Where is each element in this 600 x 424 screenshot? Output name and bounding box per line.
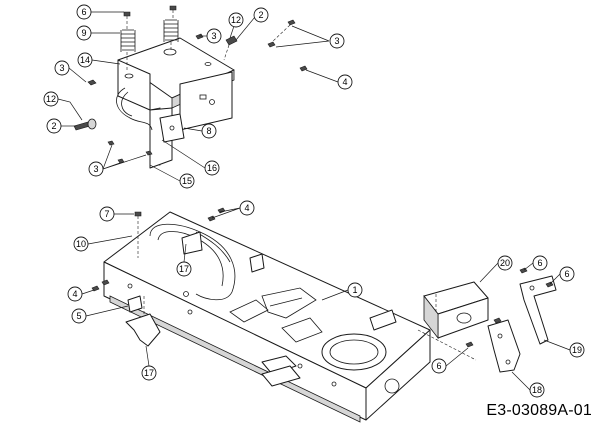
svg-text:3: 3 xyxy=(211,31,216,41)
screw xyxy=(465,341,474,348)
screw xyxy=(287,19,296,26)
svg-text:5: 5 xyxy=(76,311,81,321)
callout-c14: 14 xyxy=(77,52,93,68)
screw xyxy=(299,65,308,72)
screw xyxy=(145,150,153,156)
svg-text:4: 4 xyxy=(342,77,347,87)
callout-c17a: 17 xyxy=(176,261,192,277)
callout-c17b: 17 xyxy=(141,365,157,381)
bracket xyxy=(487,319,521,373)
svg-text:18: 18 xyxy=(532,385,542,395)
svg-text:6: 6 xyxy=(436,361,441,371)
callout-c8: 8 xyxy=(201,123,217,139)
svg-text:4: 4 xyxy=(244,203,249,213)
callout-c6d: 6 xyxy=(431,358,447,374)
svg-text:6: 6 xyxy=(537,258,542,268)
svg-text:3: 3 xyxy=(334,36,339,46)
svg-text:6: 6 xyxy=(564,269,569,279)
callout-c6b: 6 xyxy=(532,255,548,271)
svg-text:12: 12 xyxy=(231,15,241,25)
screw xyxy=(545,281,554,288)
callout-c20: 20 xyxy=(497,255,513,271)
svg-text:6: 6 xyxy=(81,7,86,17)
svg-text:12: 12 xyxy=(46,94,56,104)
callout-c4b: 4 xyxy=(239,200,255,216)
svg-text:15: 15 xyxy=(182,176,192,186)
callout-c3b: 3 xyxy=(329,33,345,49)
callout-c18: 18 xyxy=(529,382,545,398)
callout-c2a: 2 xyxy=(253,7,269,23)
bracket xyxy=(519,275,557,345)
callout-c4c: 4 xyxy=(67,286,83,302)
bolt xyxy=(123,11,131,17)
callout-c10: 10 xyxy=(73,236,89,252)
screw xyxy=(217,207,226,214)
svg-text:3: 3 xyxy=(59,63,64,73)
callout-c1: 1 xyxy=(347,282,363,298)
svg-text:20: 20 xyxy=(500,258,510,268)
spring xyxy=(120,29,136,52)
bracket xyxy=(127,295,143,313)
svg-text:9: 9 xyxy=(81,28,86,38)
clip xyxy=(225,35,238,46)
bolt xyxy=(73,121,91,131)
callout-c5: 5 xyxy=(71,308,87,324)
seat-bracket-assembly xyxy=(57,5,339,182)
bracket xyxy=(125,313,161,347)
main-frame-assembly xyxy=(81,207,431,423)
svg-text:10: 10 xyxy=(76,239,86,249)
callout-c6a: 6 xyxy=(76,4,92,20)
svg-text:14: 14 xyxy=(80,55,90,65)
spring xyxy=(163,19,179,42)
callout-c19: 19 xyxy=(569,342,585,358)
svg-text:2: 2 xyxy=(51,121,56,131)
callout-c9: 9 xyxy=(76,25,92,41)
svg-text:17: 17 xyxy=(179,264,189,274)
nut xyxy=(87,79,97,86)
svg-text:16: 16 xyxy=(207,163,217,173)
svg-text:1: 1 xyxy=(352,285,357,295)
bolt xyxy=(134,211,142,217)
bolt xyxy=(169,5,177,11)
screw xyxy=(267,41,276,48)
callout-c3c: 3 xyxy=(54,60,70,76)
callout-c3d: 3 xyxy=(88,161,104,177)
callout-c2b: 2 xyxy=(46,118,62,134)
callout-c3a: 3 xyxy=(206,28,222,44)
screw xyxy=(101,279,110,286)
callout-c12a: 12 xyxy=(228,12,244,28)
svg-text:19: 19 xyxy=(572,345,582,355)
screw xyxy=(493,317,502,324)
screw xyxy=(207,215,216,222)
front-bracket-assembly xyxy=(417,262,571,391)
svg-text:8: 8 xyxy=(206,126,211,136)
callout-c16: 16 xyxy=(204,160,220,176)
svg-text:7: 7 xyxy=(104,209,109,219)
svg-text:2: 2 xyxy=(258,10,263,20)
screw xyxy=(195,33,204,40)
drawing-code: E3-03089A-01 xyxy=(486,402,592,419)
callout-c7: 7 xyxy=(99,206,115,222)
frame-opening xyxy=(321,333,387,371)
callout-c15: 15 xyxy=(179,173,195,189)
svg-text:3: 3 xyxy=(93,164,98,174)
callout-c4a: 4 xyxy=(337,74,353,90)
callout-c6c: 6 xyxy=(559,266,575,282)
callout-c12b: 12 xyxy=(43,91,59,107)
screw xyxy=(107,140,115,146)
svg-text:4: 4 xyxy=(72,289,77,299)
svg-text:17: 17 xyxy=(144,368,154,378)
bracket xyxy=(159,113,185,143)
